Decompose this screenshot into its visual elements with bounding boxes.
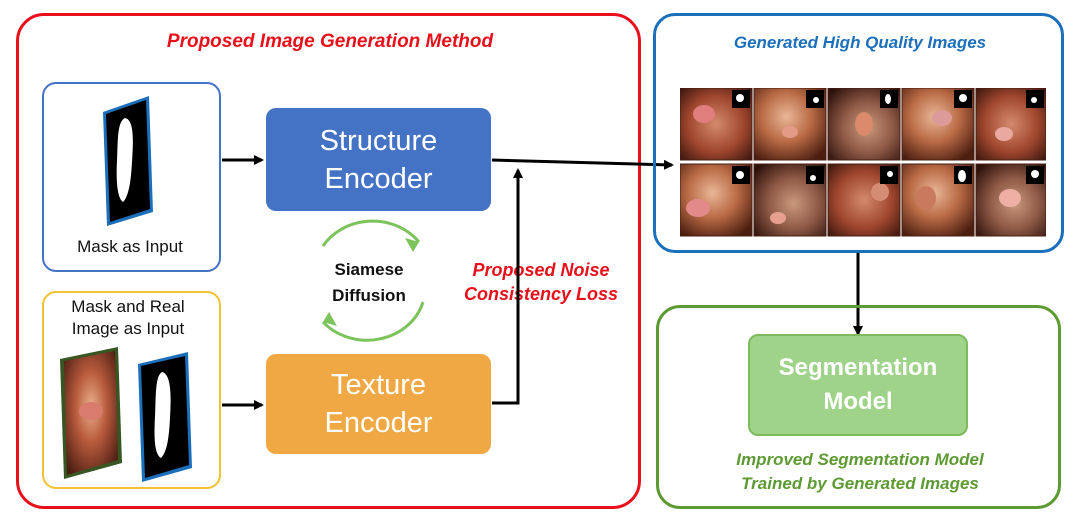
generated-images-panel — [653, 13, 1064, 253]
mask-real-input-label: Mask and Real Image as Input — [71, 297, 185, 338]
texture-encoder-label: Texture Encoder — [324, 369, 433, 439]
generated-image-grid — [680, 88, 1046, 237]
real-image-icon — [60, 347, 122, 479]
segmentation-caption: Improved Segmentation Model Trained by G… — [736, 450, 984, 493]
siamese-cycle-icon — [321, 219, 425, 342]
segmentation-model-label: Segmentation Model — [778, 354, 938, 415]
mask-image-icon-2 — [138, 352, 192, 482]
generated-images-title: Generated High Quality Images — [733, 33, 987, 52]
texture-encoder: Texture Encoder — [266, 354, 491, 454]
siamese-diffusion-label: Siamese Diffusion — [332, 260, 406, 305]
structure-encoder-label: Structure Encoder — [319, 124, 438, 195]
image-generation-method-panel — [16, 13, 641, 509]
mask-input-label: Mask as Input — [77, 237, 183, 256]
method-panel-title: Proposed Image Generation Method — [166, 31, 494, 52]
segmentation-panel — [656, 305, 1061, 509]
segmentation-model: Segmentation Model — [748, 334, 968, 436]
structure-encoder: Structure Encoder — [266, 108, 491, 211]
mask-image-icon — [103, 96, 153, 226]
